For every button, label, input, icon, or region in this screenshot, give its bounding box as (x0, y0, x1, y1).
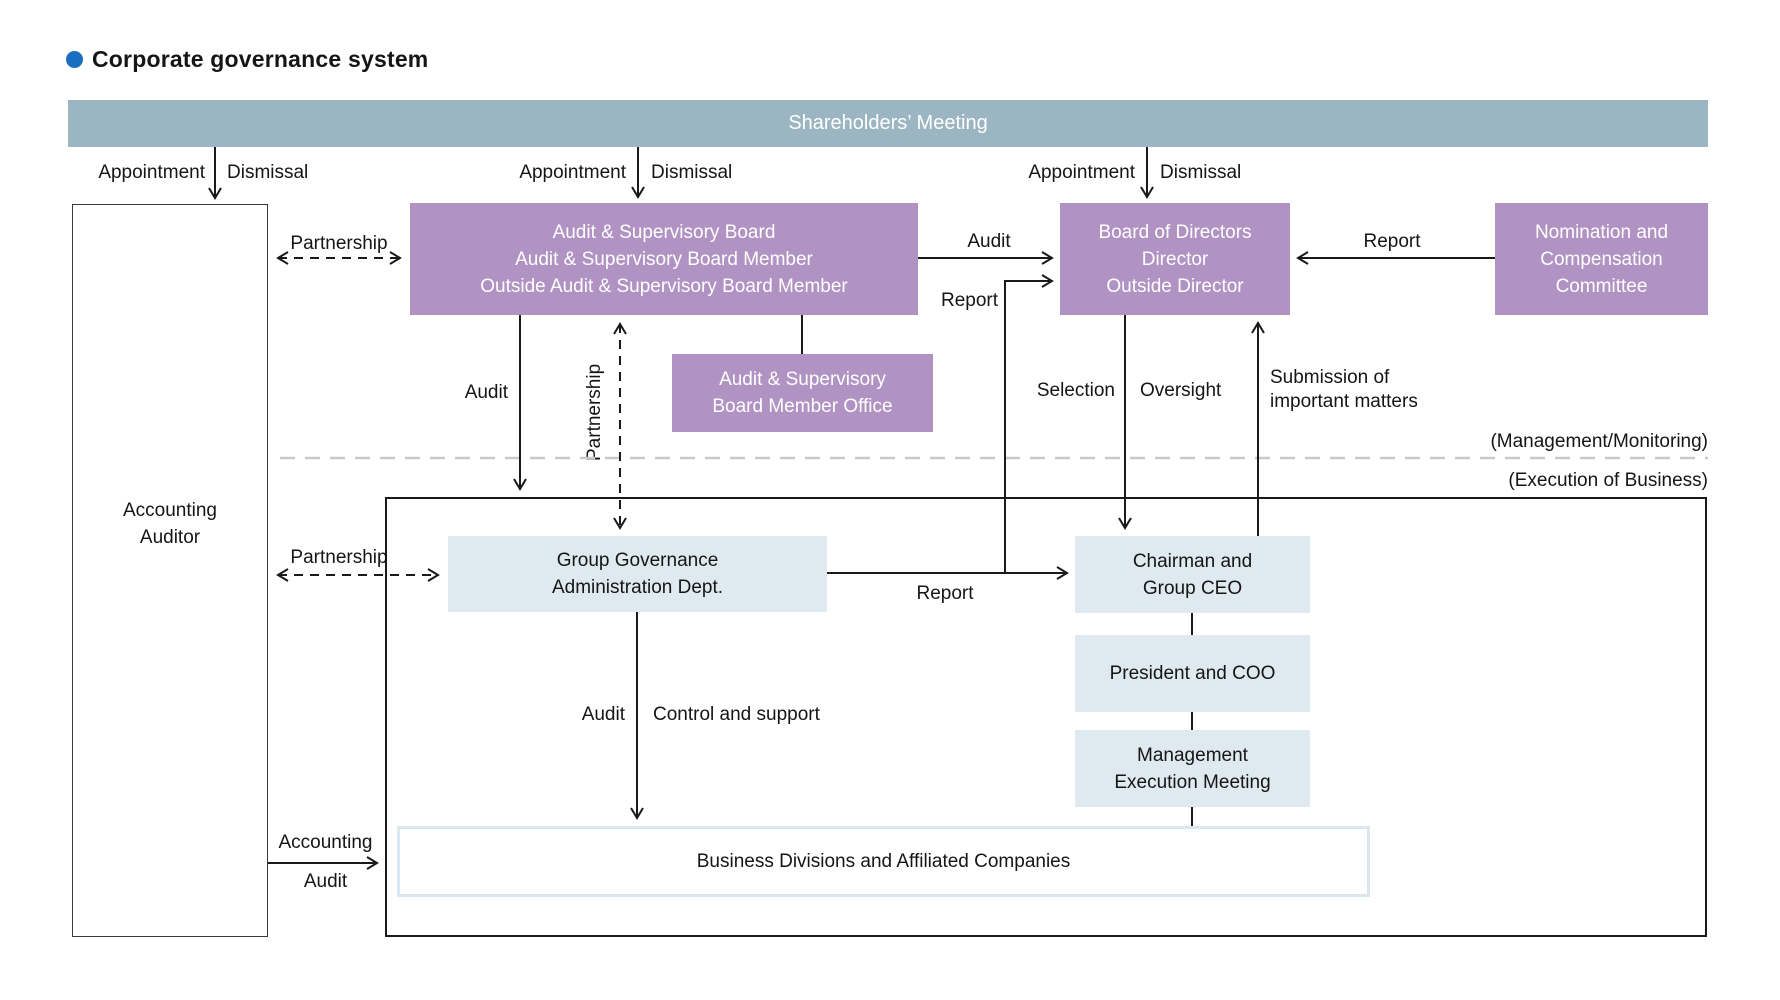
group-governance-dept-box: Group Governance Administration Dept. (448, 536, 827, 612)
label-oversight: Oversight (1140, 380, 1222, 401)
label-accounting-audit-2: Audit (303, 871, 348, 892)
label-dismissal-right: Dismissal (1160, 162, 1242, 183)
label-audit-gga-down: Audit (581, 704, 625, 725)
label-dismissal-left: Dismissal (227, 162, 309, 183)
label-dismissal-center: Dismissal (651, 162, 733, 183)
page-title-row: Corporate governance system (66, 46, 428, 73)
label-management-monitoring: (Management/Monitoring) (1490, 431, 1708, 452)
label-partnership-top: Partnership (290, 233, 388, 254)
label-control-and-support: Control and support (653, 704, 820, 725)
audit-supervisory-board-box: Audit & Supervisory Board Audit & Superv… (410, 203, 918, 315)
label-execution-of-business: (Execution of Business) (1508, 470, 1708, 491)
business-divisions-box: Business Divisions and Affiliated Compan… (397, 826, 1370, 897)
page-title: Corporate governance system (92, 46, 429, 72)
label-accounting-audit-1: Accounting (278, 832, 373, 853)
shareholders-meeting-box: Shareholders’ Meeting (68, 100, 1708, 147)
label-appointment-left: Appointment (98, 162, 205, 183)
bullet-icon (66, 51, 83, 68)
label-appointment-center: Appointment (519, 162, 626, 183)
nomination-compensation-committee-box: Nomination and Compensation Committee (1495, 203, 1708, 315)
label-audit-asb-down: Audit (464, 382, 508, 403)
label-appointment-right: Appointment (1028, 162, 1135, 183)
label-audit-asb-to-bod: Audit (967, 231, 1011, 252)
management-execution-meeting-box: Management Execution Meeting (1075, 730, 1310, 807)
label-partnership-lower: Partnership (290, 547, 388, 568)
board-of-directors-box: Board of Directors Director Outside Dire… (1060, 203, 1290, 315)
label-report-from-nomination: Report (1363, 231, 1421, 252)
label-report-to-bod: Report (940, 290, 998, 311)
label-selection: Selection (1036, 380, 1115, 401)
chairman-group-ceo-box: Chairman and Group CEO (1075, 536, 1310, 613)
president-coo-box: President and COO (1075, 635, 1310, 712)
label-report-gga-to-ceo: Report (916, 583, 974, 604)
accounting-auditor-box: Accounting Auditor (72, 204, 268, 937)
asb-member-office-box: Audit & Supervisory Board Member Office (672, 354, 933, 432)
label-partnership-vertical: Partnership (584, 363, 605, 462)
label-submission: Submission of important matters (1270, 367, 1418, 412)
